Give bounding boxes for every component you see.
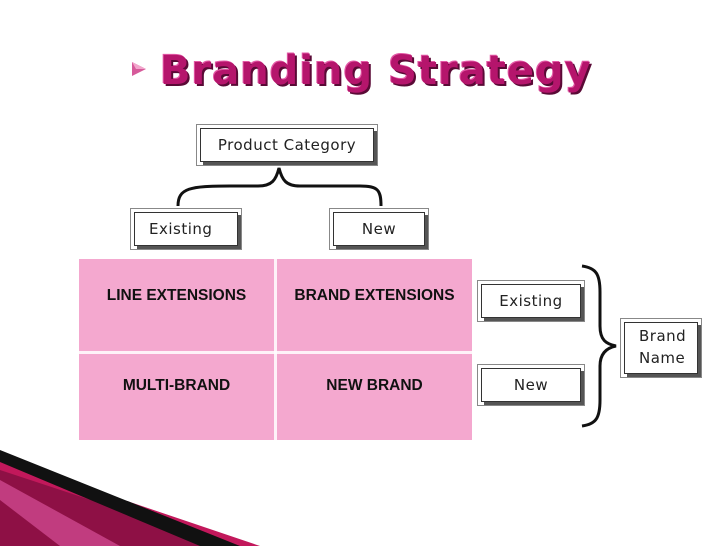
column-new-label: New (361, 220, 397, 238)
bullet-arrow-icon (132, 62, 146, 76)
row-existing-label: Existing (499, 292, 563, 310)
decorative-swoosh (0, 450, 260, 546)
row-new-box: New (481, 368, 581, 402)
cell-new-brand: NEW BRAND (326, 377, 423, 394)
brand-name-box: Brand Name (624, 322, 698, 374)
column-new-box: New (333, 212, 425, 246)
matrix-divider-vertical (274, 259, 277, 440)
matrix-divider-horizontal (79, 351, 472, 354)
cell-multi-brand: MULTI-BRAND (122, 377, 231, 394)
product-category-box: Product Category (200, 128, 374, 162)
column-bracket (176, 167, 383, 207)
column-existing-box: Existing (134, 212, 238, 246)
brand-name-label: Brand Name (639, 327, 687, 367)
product-category-label: Product Category (217, 136, 357, 154)
row-new-label: New (513, 376, 549, 394)
page-title: Branding Strategy (160, 48, 592, 94)
cell-line-extensions: LINE EXTENSIONS (106, 287, 247, 304)
cell-brand-extensions: BRAND EXTENSIONS (294, 287, 455, 304)
row-existing-box: Existing (481, 284, 581, 318)
row-bracket (581, 264, 617, 428)
column-existing-label: Existing (149, 220, 213, 238)
